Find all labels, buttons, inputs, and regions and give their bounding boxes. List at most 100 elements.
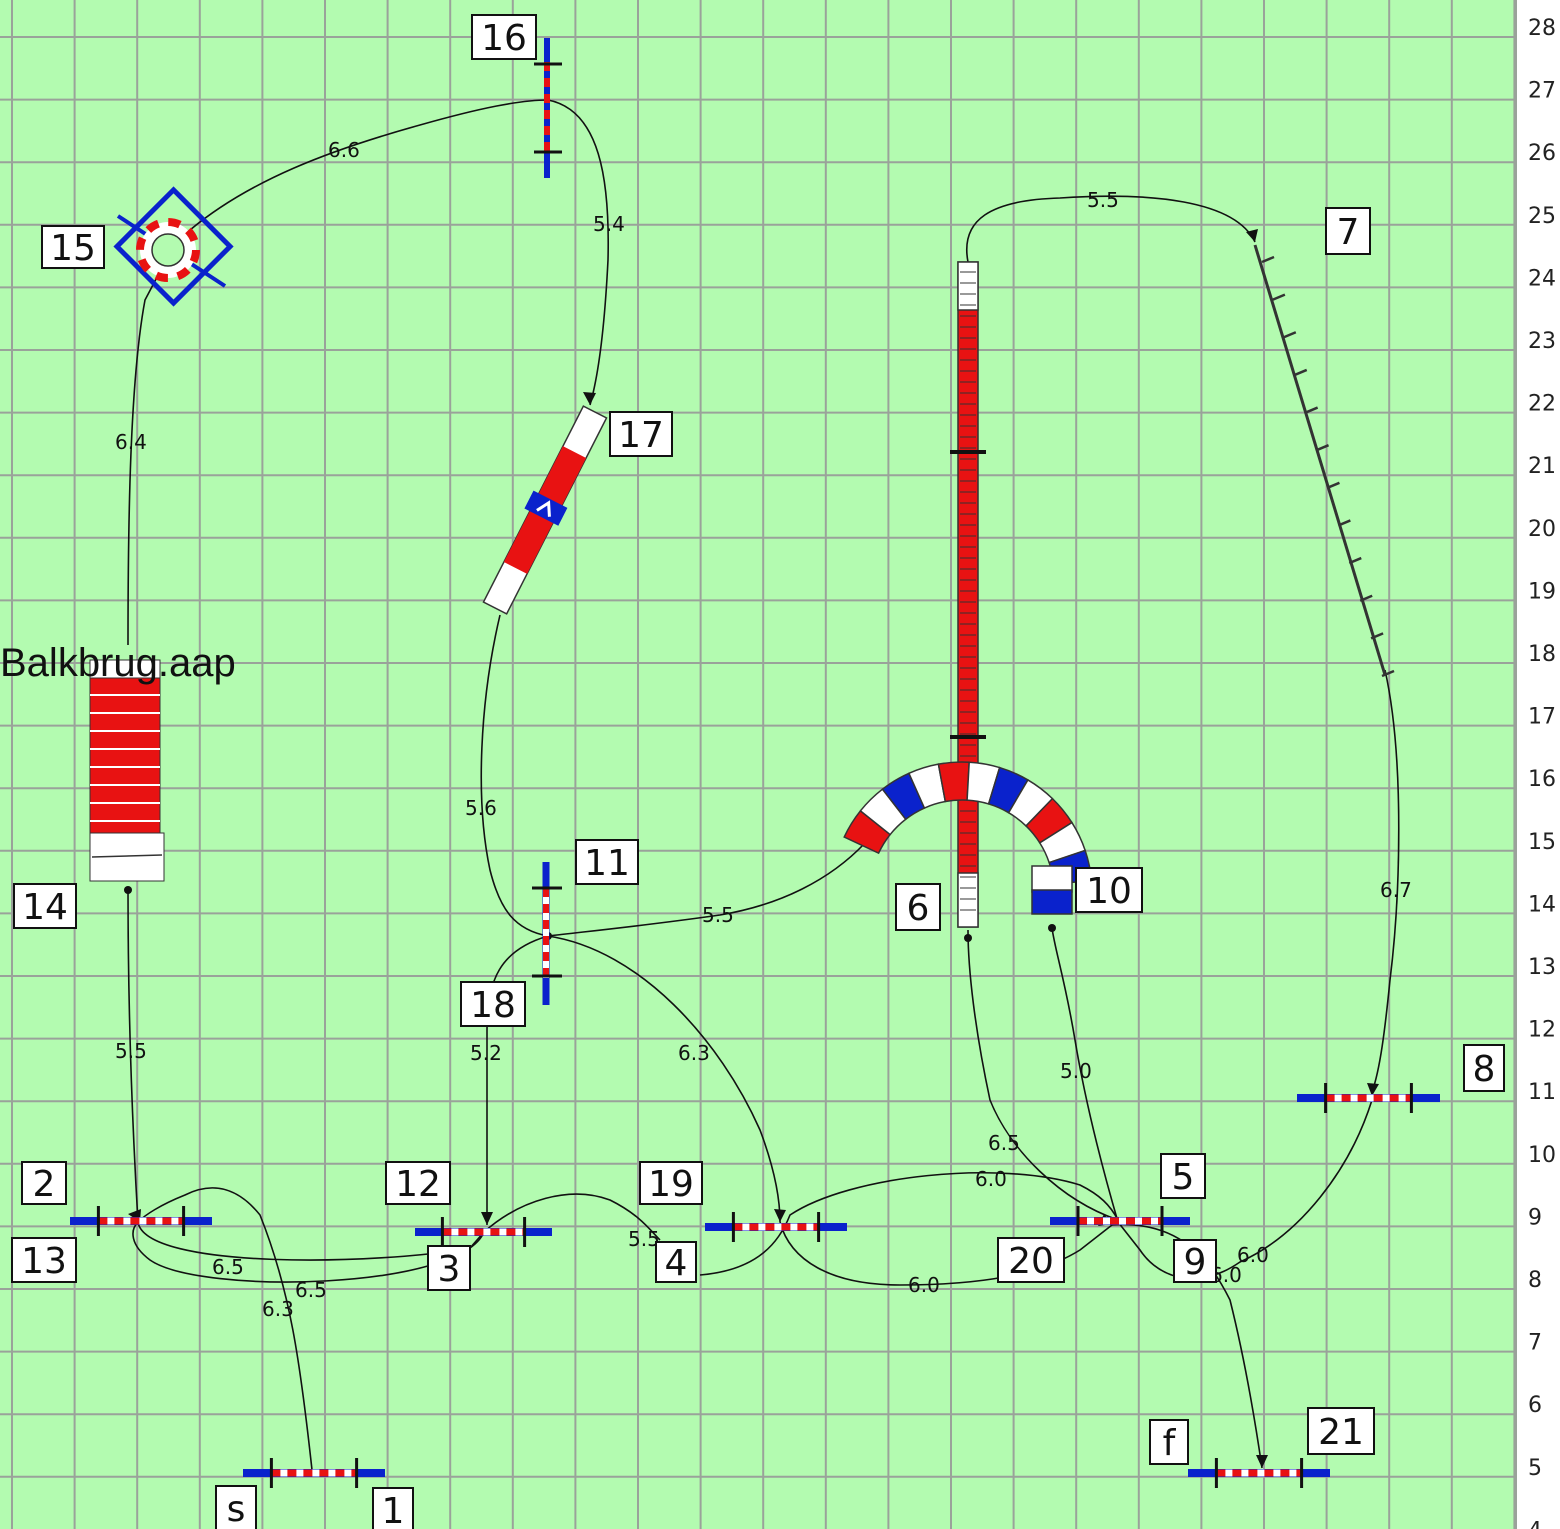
label-text: 7 (1337, 212, 1360, 253)
jump-obstacle[interactable] (1297, 1083, 1440, 1113)
ruler-label: 20 (1528, 517, 1556, 542)
label-text: 20 (1008, 1241, 1054, 1282)
tunnel-segment (1031, 865, 1073, 893)
ruler-label: 26 (1528, 141, 1556, 166)
ruler-label: 6 (1528, 1393, 1542, 1418)
path-3-to-4 (483, 1193, 661, 1241)
ruler-label: 19 (1528, 579, 1556, 604)
label-text: 8 (1473, 1049, 1496, 1090)
distance-label: 5.5 (628, 1227, 660, 1251)
weave-pole (1326, 481, 1340, 489)
label-box (41, 225, 105, 269)
ruler-strip (1516, 0, 1560, 1529)
label-text: 21 (1318, 1412, 1364, 1453)
arrowhead (481, 1212, 493, 1225)
long-jump-obstacle[interactable] (478, 403, 612, 616)
ruler-label: 5 (1528, 1456, 1542, 1481)
distance-labels: 6.6 5.4 5.5 6.4 5.6 5.5 6.7 5.5 5.2 6.3 … (115, 138, 1412, 1321)
obstacle-number-label: 1 (372, 1487, 414, 1529)
label-text: 10 (1086, 871, 1132, 912)
label-box (460, 981, 526, 1027)
jump-obstacle[interactable] (415, 1217, 552, 1247)
jump-obstacle[interactable] (705, 1212, 847, 1242)
weave-pole (1272, 293, 1286, 301)
label-box (639, 1161, 703, 1205)
ruler-label: 28 (1528, 16, 1556, 41)
path-dot (1048, 924, 1056, 932)
label-text: 14 (22, 887, 68, 928)
weave-pole (1294, 368, 1308, 377)
distance-label: 6.0 (1237, 1243, 1269, 1267)
path-9-to-10 (1051, 927, 1119, 1223)
label-text: 17 (618, 415, 664, 456)
tire-obstacle[interactable] (113, 186, 234, 307)
label-text: 18 (470, 985, 516, 1026)
obstacle-number-label: 3 (427, 1245, 471, 1291)
label-box (11, 1237, 77, 1283)
label-text: 19 (648, 1164, 694, 1205)
obstacle-number-label: 19 (639, 1161, 703, 1205)
obstacle-number-label: 4 (655, 1241, 697, 1284)
distance-label: 5.6 (465, 796, 497, 820)
ruler-label: 21 (1528, 454, 1556, 479)
distance-label: 6.7 (1380, 878, 1412, 902)
jump-obstacle[interactable] (1188, 1458, 1330, 1488)
distance-label: 6.0 (975, 1167, 1007, 1191)
dogwalk-contact-bottom (957, 872, 979, 928)
tire-frame (113, 186, 234, 307)
weave-obstacle[interactable] (1253, 244, 1395, 678)
obstacle-number-label: f (1149, 1419, 1189, 1465)
label-text: 11 (584, 843, 630, 884)
jump-obstacle[interactable] (70, 1206, 212, 1236)
ruler-label: 14 (1528, 892, 1556, 917)
a-frame-obstacle[interactable] (89, 659, 165, 882)
arrowhead (1367, 1083, 1379, 1096)
label-box (609, 411, 673, 457)
ruler-label: 24 (1528, 266, 1556, 291)
weave-pole (1348, 556, 1362, 565)
obstacle-number-label: 21 (1307, 1407, 1375, 1455)
path-10-to-11 (547, 842, 866, 937)
distance-label: 5.4 (593, 212, 625, 236)
dogwalk-obstacle[interactable] (950, 261, 986, 928)
weave-pole (1305, 406, 1319, 414)
tunnel-obstacle[interactable] (843, 761, 1093, 915)
ruler-label: 12 (1528, 1018, 1556, 1043)
label-box (575, 839, 639, 885)
distance-label: 6.3 (262, 1297, 294, 1321)
obstacle-number-label: 5 (1160, 1153, 1206, 1199)
ruler-label: 17 (1528, 705, 1556, 730)
dogwalk-slats (960, 271, 976, 911)
path-17-to-18 (480, 614, 549, 937)
label-box (1325, 207, 1371, 255)
path-16-to-17 (547, 99, 610, 406)
ruler-label: 4 (1528, 1518, 1542, 1529)
obstacle-number-label: 17 (609, 411, 673, 457)
weave-pole (1359, 594, 1373, 602)
path-6-to-7 (966, 195, 1256, 263)
obstacle-number-label: 7 (1325, 207, 1371, 255)
label-box (1149, 1419, 1189, 1465)
course-path (127, 99, 1400, 1471)
distance-label: 5.5 (115, 1039, 147, 1063)
label-box (997, 1237, 1065, 1283)
label-text: 15 (50, 228, 96, 269)
weave-pole (1316, 444, 1330, 452)
jump-obstacle[interactable] (534, 38, 562, 178)
ruler-label: 7 (1528, 1331, 1542, 1356)
jump-obstacle[interactable] (532, 862, 562, 1005)
ruler: 2827262524232221201918171615141312111098… (1528, 16, 1556, 1529)
jump-obstacle[interactable] (243, 1458, 385, 1488)
dogwalk-plank (957, 261, 979, 928)
field-background (0, 0, 1516, 1529)
label-text: 9 (1184, 1242, 1207, 1283)
ruler-label: 10 (1528, 1143, 1556, 1168)
label-text: 5 (1172, 1157, 1195, 1198)
obstacle-number-label: 14 (13, 883, 77, 929)
distance-label: 6.4 (115, 430, 147, 454)
obstacle-number-label: 15 (41, 225, 105, 269)
path-14-to-15 (127, 261, 166, 646)
jump-obstacle[interactable] (1050, 1206, 1190, 1236)
